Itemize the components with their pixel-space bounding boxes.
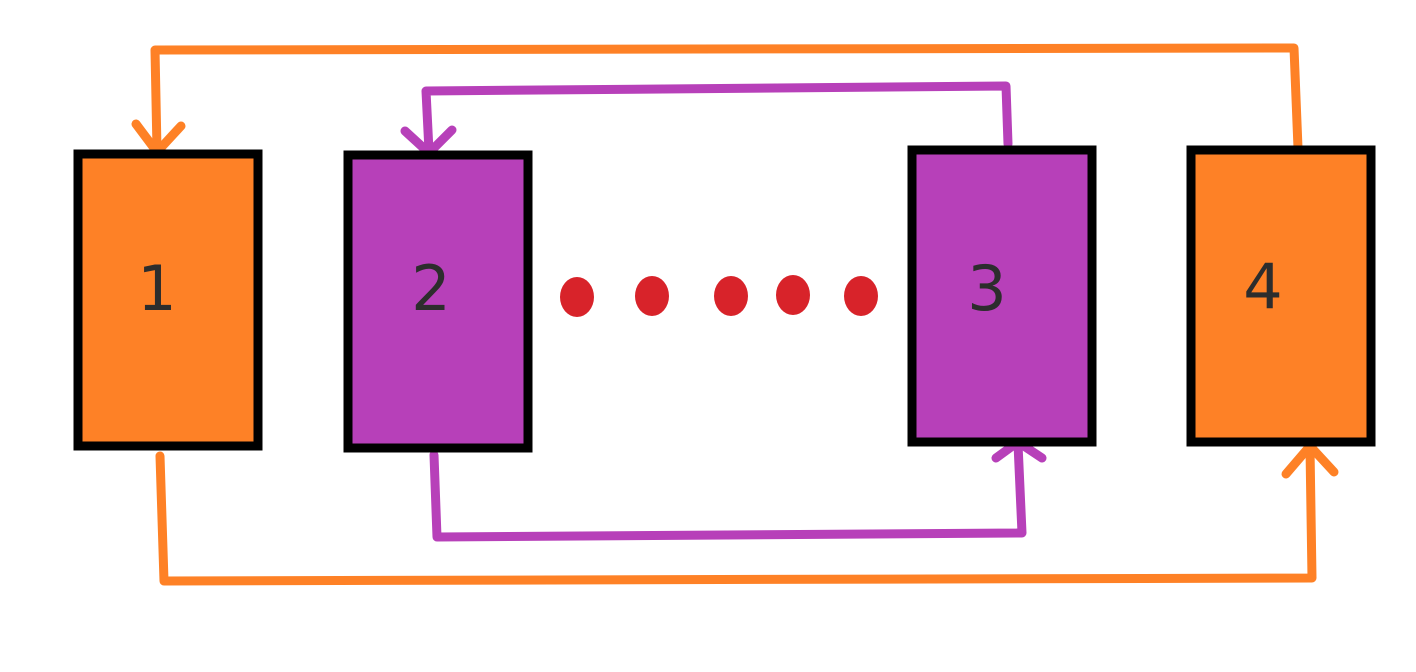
dot <box>844 276 878 316</box>
dot <box>776 275 810 315</box>
connector-3-to-2 <box>421 81 1013 156</box>
box-3-label: 3 <box>967 252 1006 325</box>
connector-1-to-4 <box>155 443 1317 586</box>
dot <box>714 276 748 316</box>
box-1: 1 <box>73 149 263 451</box>
box-1-label: 1 <box>137 252 176 325</box>
box-3: 3 <box>907 145 1097 447</box>
dot <box>635 276 669 316</box>
box-4-label: 4 <box>1243 250 1282 323</box>
connector-4-to-1 <box>150 43 1303 155</box>
ellipsis-dots <box>560 275 878 317</box>
box-4: 4 <box>1186 145 1376 447</box>
box-2: 2 <box>343 150 533 453</box>
box-2-label: 2 <box>411 252 450 325</box>
dot <box>560 277 594 317</box>
connector-2-to-3 <box>429 439 1027 542</box>
